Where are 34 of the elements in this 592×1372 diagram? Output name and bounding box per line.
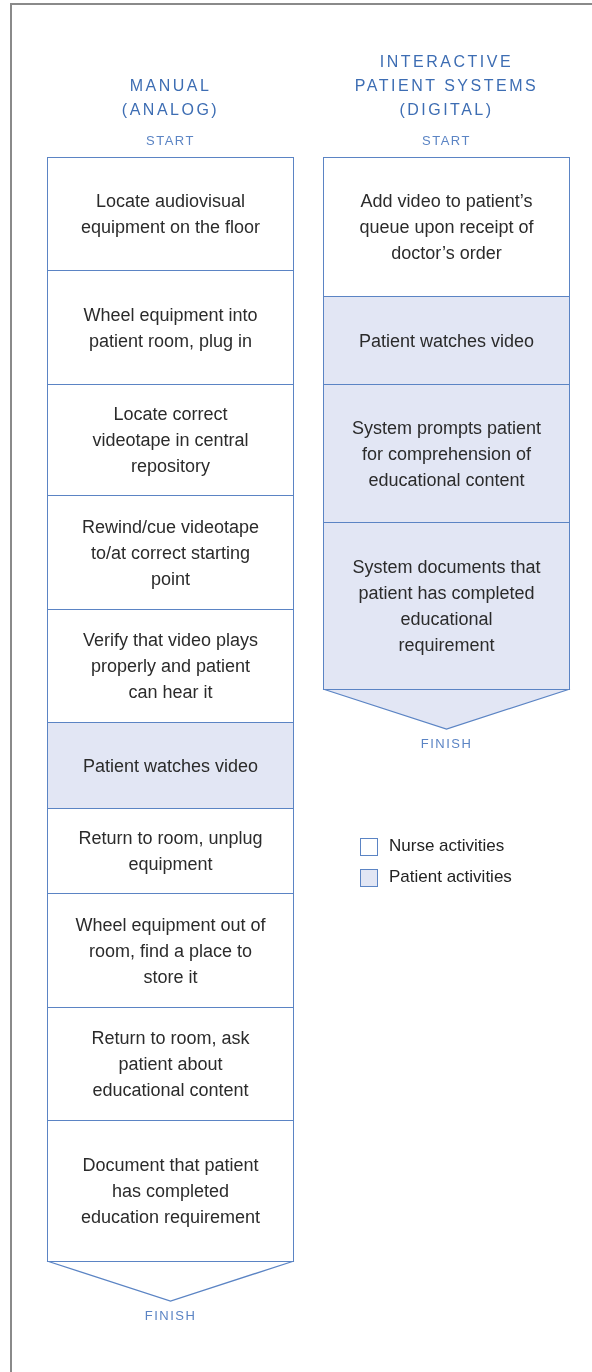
finish-label: FINISH	[419, 736, 474, 751]
step-text: Patient watches video	[358, 329, 535, 353]
finish-label: FINISH	[143, 1308, 198, 1323]
step-text: System documents that patient has completed educational requirement	[351, 556, 542, 658]
process-box	[47, 270, 294, 386]
process-box	[47, 893, 294, 1009]
step-text: Verify that video plays properly and patient can hear it	[81, 629, 260, 705]
process-box	[47, 722, 294, 810]
column-heading: INTERACTIVE PATIENT SYSTEMS (DIGITAL)	[353, 52, 540, 120]
start-label: START	[145, 133, 196, 148]
step-text: Locate correct videotape in central repository	[91, 403, 250, 479]
legend-text: Nurse activities	[389, 836, 505, 856]
step-text: Add video to patient’s queue upon receipt of doctor’s order	[358, 190, 535, 266]
step-text: System prompts patient for comprehension of educational content	[350, 416, 543, 492]
step-text: Wheel equipment out of room, find a place to store it	[74, 913, 267, 989]
start-label: START	[421, 133, 472, 148]
legend-text: Patient activities	[389, 867, 512, 887]
process-box	[323, 296, 570, 386]
process-box	[47, 609, 294, 724]
step-text: Patient watches video	[82, 754, 259, 778]
process-box	[323, 157, 570, 298]
step-text: Document that patient has completed education requirement	[79, 1154, 262, 1230]
step-text: Return to room, ask patient about educational content	[90, 1027, 251, 1103]
process-box	[47, 495, 294, 611]
process-box	[47, 384, 294, 497]
process-box	[47, 157, 294, 272]
process-box	[47, 1007, 294, 1122]
step-text: Locate audiovisual equipment on the floor	[79, 190, 262, 240]
process-box	[323, 384, 570, 524]
process-box	[47, 808, 294, 895]
step-text: Rewind/cue videotape to/at correct starting point	[80, 515, 261, 591]
column-heading: MANUAL (ANALOG)	[120, 76, 221, 120]
step-text: Wheel equipment into patient room, plug in	[82, 303, 259, 353]
step-text: Return to room, unplug equipment	[77, 827, 264, 877]
